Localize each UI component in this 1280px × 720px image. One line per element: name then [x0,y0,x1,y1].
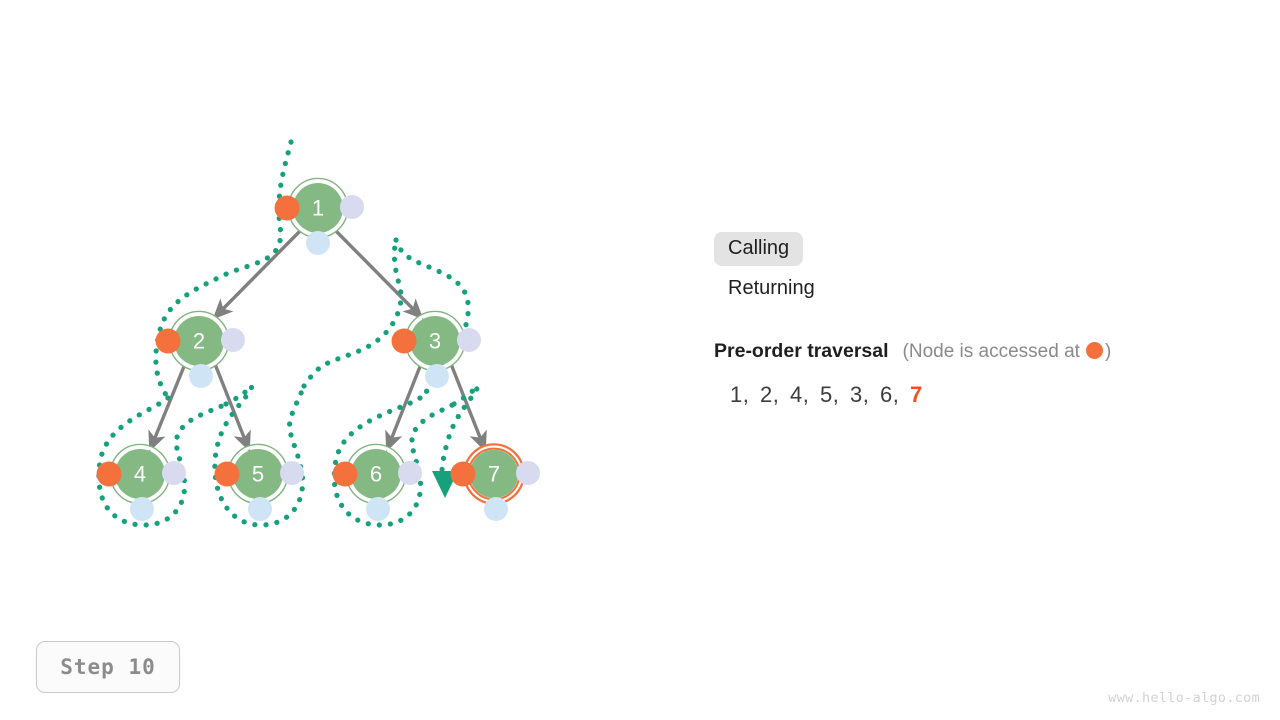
node-2-bottom-dot [189,364,213,388]
info-panel: Calling Returning Pre-order traversal (N… [714,232,1254,408]
legend-row-calling: Calling [714,232,1254,266]
tree-node-7[interactable]: 7 [450,443,541,522]
path-segment-node-5 [212,377,307,528]
edge-2-4 [148,363,187,452]
node-7-body [469,449,519,499]
seq-sep-1: , [772,381,780,407]
node-4-label: 4 [134,462,146,487]
step-badge-label: Step 10 [60,655,156,679]
seq-item-3: 5, [820,382,839,407]
binary-tree-diagram: 1 2 3 4 [96,139,541,528]
node-2-body [174,316,224,366]
node-3-bottom-dot [425,364,449,388]
tree-edges [148,228,487,452]
node-5-body [233,449,283,499]
node-1-right-dot [340,195,364,219]
node-1-body [293,183,343,233]
tree-node-5[interactable]: 5 [214,443,305,522]
path-segment-root-to-left [153,139,294,401]
traversal-note: (Node is accessed at) [902,341,1112,363]
traversal-note-suffix: ) [1104,341,1112,363]
edge-2-5 [213,363,251,452]
node-3-body [410,316,460,366]
node-4-body [115,449,165,499]
seq-value-0: 1 [730,381,743,407]
accessed-marker-icon [1085,342,1103,360]
seq-sep-0: , [742,381,750,407]
node-5-label: 5 [252,462,264,487]
node-6-access-dot [332,461,358,487]
seq-sep-3: , [832,381,840,407]
edge-1-2 [212,228,303,320]
node-4-access-dot [96,461,122,487]
node-6-body [351,449,401,499]
path-segment-node-6 [331,395,457,528]
path-segment-left-to-right [301,237,404,389]
seq-value-3: 5 [820,381,833,407]
node-7-label: 7 [488,462,500,487]
node-6-bottom-dot [366,497,390,521]
node-2-right-dot [221,328,245,352]
node-4-right-dot [162,461,186,485]
tree-node-4[interactable]: 4 [96,443,187,522]
node-5-access-dot [214,461,240,487]
seq-sep-2: , [802,381,810,407]
traversal-note-prefix: (Node is accessed at [902,341,1080,363]
seq-value-6: 7 [910,381,923,407]
seq-value-2: 4 [790,381,803,407]
node-5-right-dot [280,461,304,485]
traversal-block: Pre-order traversal (Node is accessed at… [714,340,1254,408]
seq-sep-4: , [862,381,870,407]
tree-node-1[interactable]: 1 [274,177,365,256]
node-2-access-dot [155,328,181,354]
node-1-label: 1 [312,196,324,221]
seq-value-4: 3 [850,381,863,407]
seq-item-2: 4, [790,382,809,407]
tree-node-3[interactable]: 3 [391,310,482,389]
node-1-bottom-dot [306,231,330,255]
path-segment-root-to-right [393,237,471,401]
node-4-bottom-dot [130,497,154,521]
node-1-access-dot [274,195,300,221]
node-5-bottom-dot [248,497,272,521]
legend-row-returning: Returning [714,272,1254,306]
seq-item-5: 6, [880,382,899,407]
node-7-right-dot [516,461,540,485]
node-7-access-dot [450,461,476,487]
seq-value-1: 2 [760,381,773,407]
watermark: www.hello-algo.com [1108,690,1260,706]
edge-1-3 [333,228,424,320]
seq-sep-5: , [892,381,900,407]
traversal-heading: Pre-order traversal (Node is accessed at… [714,340,1254,363]
tree-node-6[interactable]: 6 [332,443,423,522]
seq-item-1: 2, [760,382,779,407]
traversal-title: Pre-order traversal [714,340,889,362]
node-6-label: 6 [370,462,382,487]
node-3-access-dot [391,328,417,354]
recursion-path [96,139,481,528]
node-6-right-dot [398,461,422,485]
seq-item-4: 3, [850,382,869,407]
legend-label-calling: Calling [714,232,804,266]
traversal-sequence: 1, 2, 4, 5, 3, 6, 7 [730,382,1254,408]
edge-3-7 [449,363,487,452]
seq-item-0: 1, [730,382,749,407]
node-2-label: 2 [193,329,205,354]
step-badge: Step 10 [36,641,180,693]
node-7-bottom-dot [484,497,508,521]
path-segment-node-7 [439,384,481,475]
tree-nodes: 1 2 3 4 [96,177,541,522]
node-3-right-dot [457,328,481,352]
tree-node-2[interactable]: 2 [155,310,246,389]
node-3-label: 3 [429,329,441,354]
seq-value-5: 6 [880,381,893,407]
edge-3-6 [385,363,423,452]
legend-label-returning: Returning [728,277,815,299]
seq-item-6: 7 [910,382,923,407]
